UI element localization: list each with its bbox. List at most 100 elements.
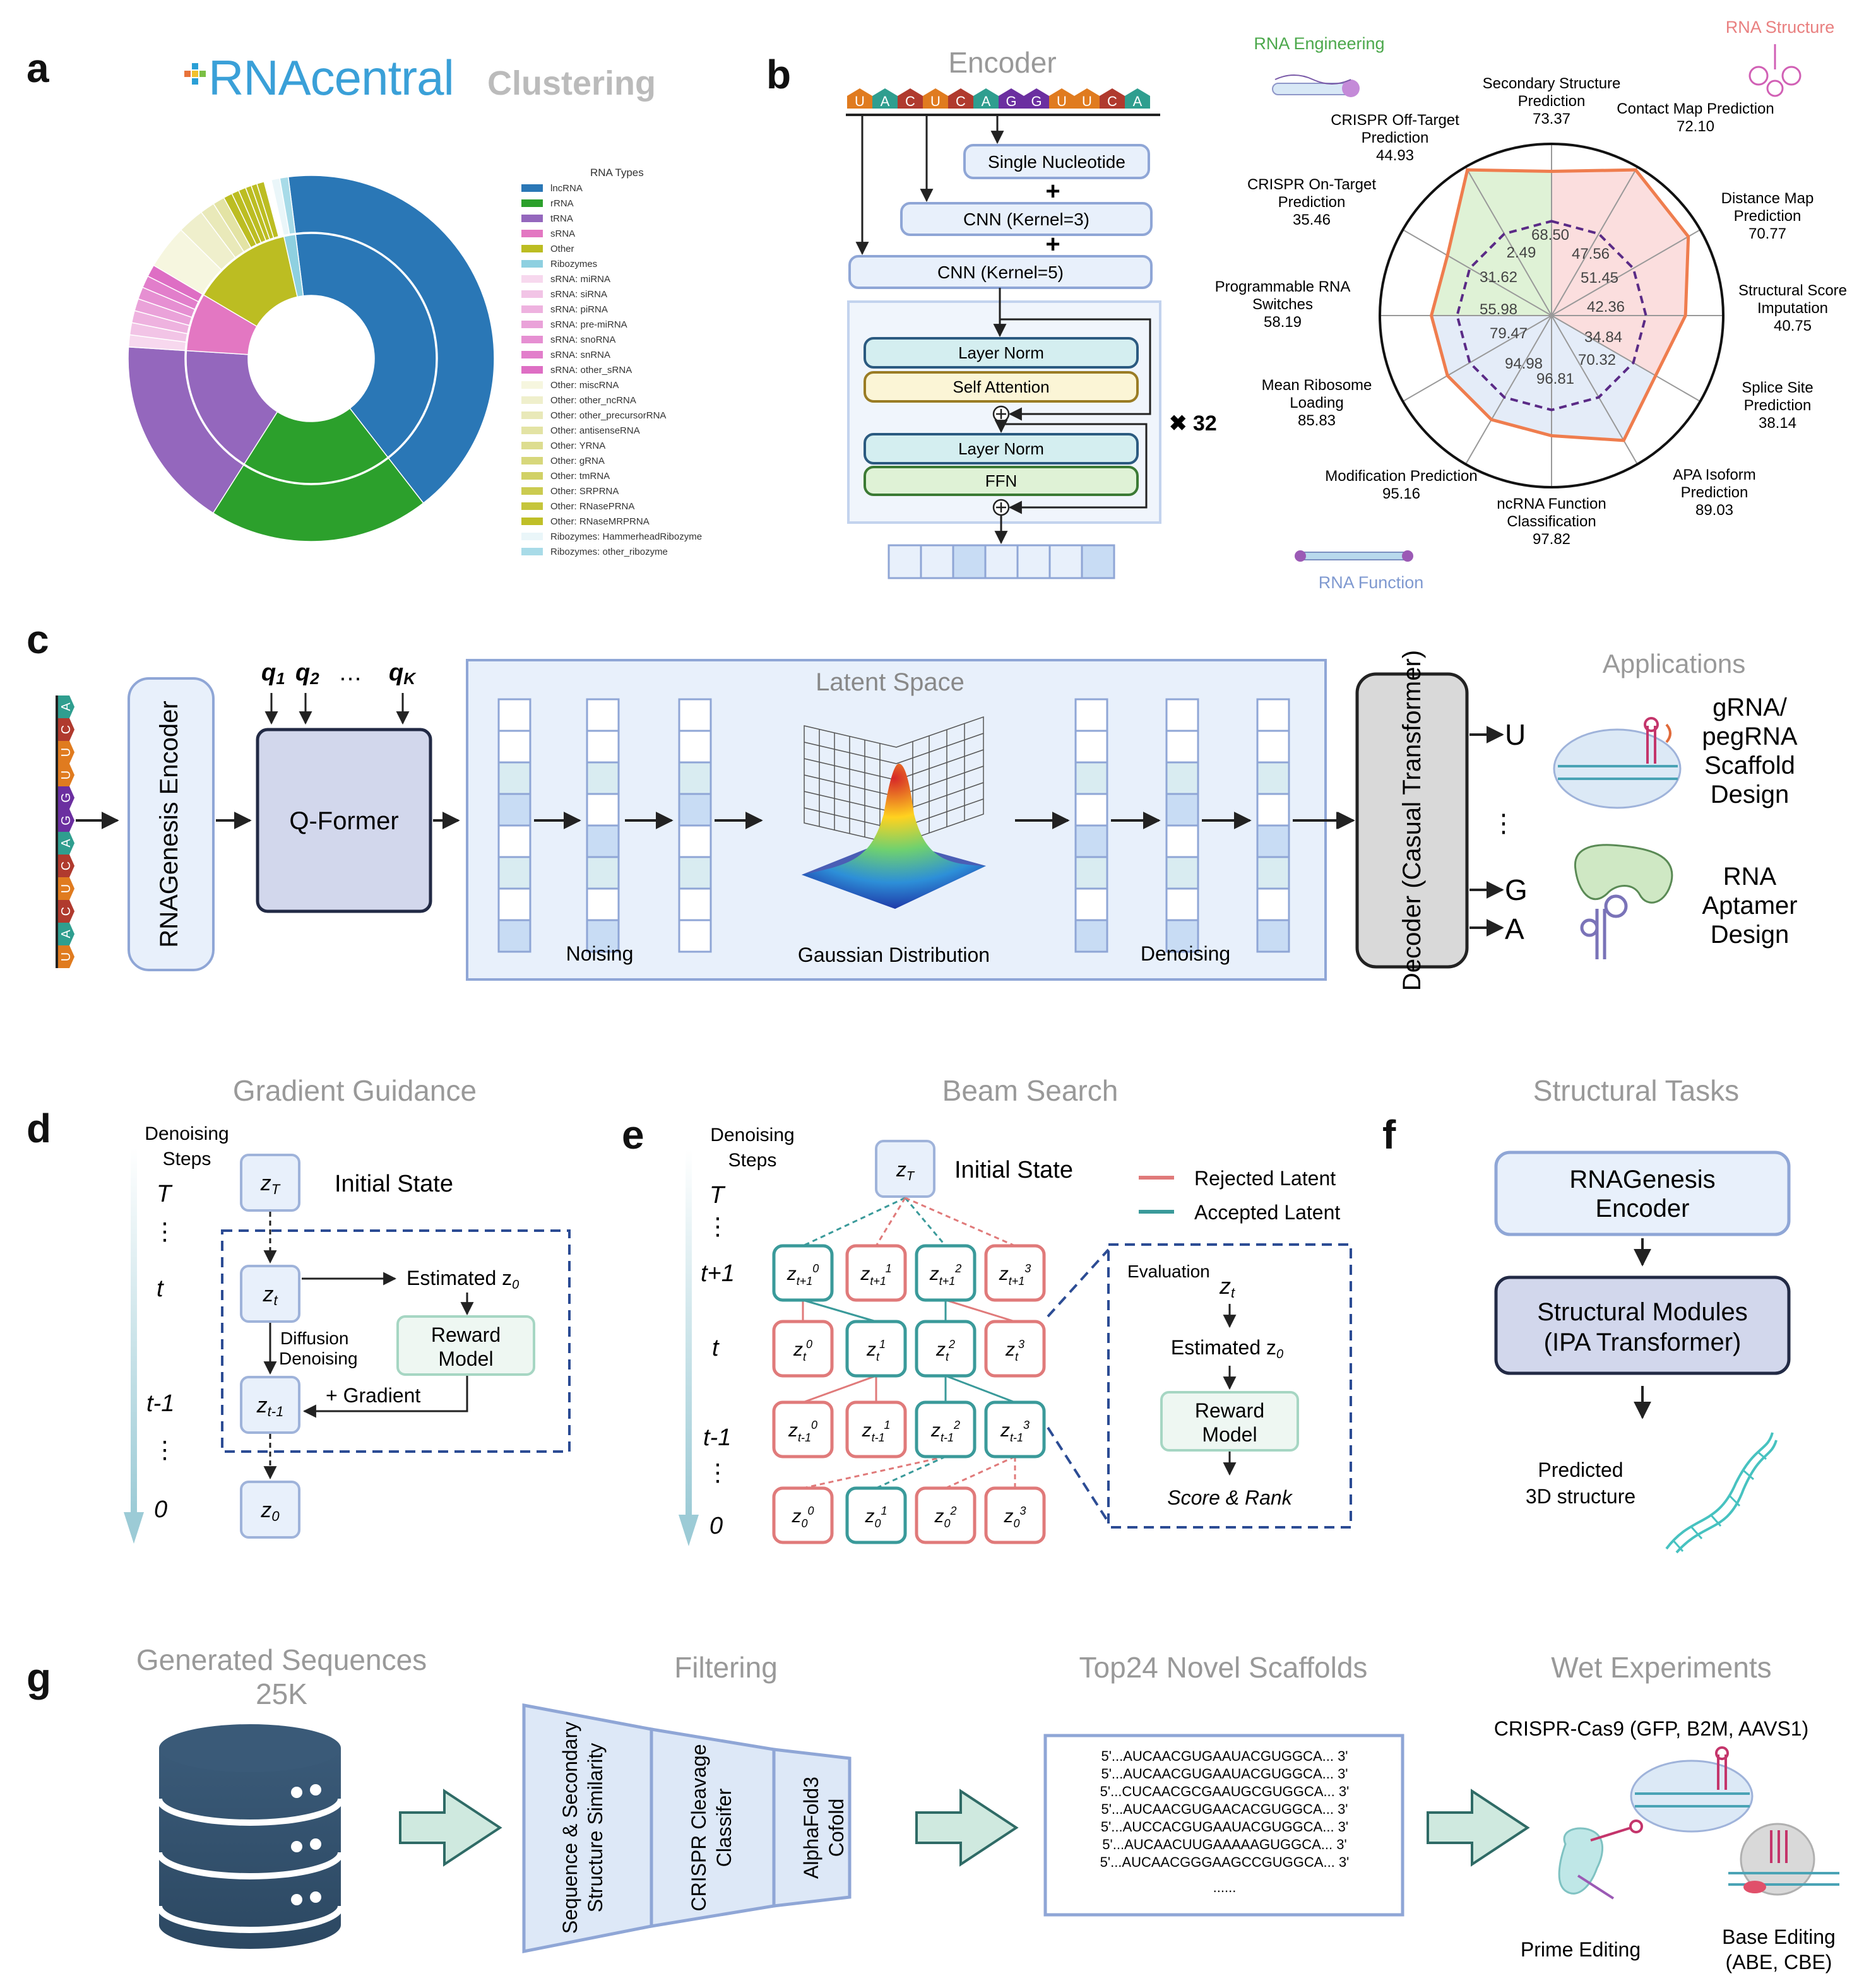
nucleotide-tile	[1024, 88, 1049, 109]
legend-label: Other: tmRNA	[550, 471, 610, 482]
radar-outer-circle	[1379, 143, 1724, 488]
e-steps-label-2: Steps	[728, 1150, 777, 1171]
d-reward-line1: Reward	[431, 1323, 501, 1346]
beam-node-accepted	[984, 1400, 1046, 1458]
grna-app-label: gRNA/ pegRNA Scaffold Design	[1702, 694, 1798, 808]
radar-task-label: Prediction	[1681, 484, 1748, 501]
applications-title: Applications	[1603, 649, 1745, 678]
app1-line3: Scaffold	[1704, 752, 1795, 779]
d-time-0: 0	[154, 1496, 167, 1523]
legend-label: Other: miscRNA	[550, 380, 619, 391]
legend-label: sRNA: other_sRNA	[550, 365, 632, 376]
donut-outer-lncrna	[287, 175, 495, 504]
query-qk: qK	[389, 660, 417, 688]
latent-cell	[586, 793, 620, 827]
gaussian-label: Gaussian Distribution	[798, 944, 990, 966]
output-a: A	[1505, 913, 1524, 945]
latent-cell	[1165, 761, 1199, 795]
nucleotide-letter: C	[59, 861, 73, 870]
d-time-T: T	[157, 1181, 173, 1207]
e-node-zT	[875, 1140, 935, 1198]
scaffold-sequence: 5'...CUCAACGCGAAUGCGUGGCA... 3'	[1100, 1784, 1350, 1799]
beam-node-rejected	[984, 1486, 1046, 1544]
radar-task-label: Structural Score	[1738, 282, 1847, 299]
output-token	[1016, 544, 1051, 579]
legend-swatch	[521, 305, 543, 313]
gradient-guidance-title: Gradient Guidance	[233, 1074, 477, 1107]
legend-label: Other	[550, 244, 574, 254]
legend-swatch	[521, 533, 543, 540]
latent-cell	[497, 698, 531, 732]
f-predicted-line2: 3D structure	[1526, 1485, 1635, 1508]
generated-line2: 25K	[256, 1677, 307, 1710]
radar-task-label: Contact Map Prediction	[1617, 100, 1774, 117]
donut-inner-rrna	[243, 407, 389, 484]
radar-task-label: Classification	[1507, 513, 1596, 530]
latent-cell	[678, 730, 712, 764]
beam-search-title: Beam Search	[942, 1074, 1119, 1107]
donut-inner-lncrna	[295, 233, 437, 458]
legend-swatch	[521, 245, 543, 252]
encoder-output-tokens	[887, 544, 1115, 579]
radar-inner-value: 94.98	[1505, 355, 1543, 372]
flow-arrow-1	[399, 1789, 502, 1867]
donut-outer-rrna	[212, 457, 424, 542]
radar-spoke	[1402, 315, 1552, 402]
e-time-T: T	[709, 1182, 726, 1209]
filter1-line2: Structure Similarity	[584, 1743, 607, 1913]
query-dots: …	[338, 660, 362, 686]
rna-structure-icon	[1748, 44, 1802, 97]
e-reward-line1: Reward	[1195, 1399, 1264, 1422]
d-time-t-1: t-1	[146, 1390, 174, 1417]
query-q1: q1	[261, 660, 285, 688]
nucleotide-letter: U	[855, 93, 865, 109]
nucleotide-tile	[56, 809, 74, 832]
radar-sector	[1447, 316, 1552, 420]
latent-cell	[586, 856, 620, 890]
beam-node-accepted	[845, 1486, 907, 1544]
nucleotide-tile	[56, 786, 74, 809]
latent-cell	[497, 730, 531, 764]
database-icon	[156, 1724, 344, 1949]
latent-cell	[1074, 730, 1108, 764]
legend-label: sRNA: snoRNA	[550, 334, 615, 345]
q-former-label: Q-Former	[289, 807, 398, 835]
radar-inner-value: 42.36	[1587, 299, 1625, 316]
beam-node-rejected	[845, 1400, 907, 1458]
latent-cell	[1256, 919, 1290, 953]
radar-task-label: 70.77	[1748, 225, 1786, 242]
d-steps-label-1: Denoising	[145, 1123, 229, 1144]
rna-engineering-icon	[1272, 74, 1360, 97]
latent-cell	[1165, 824, 1199, 858]
legend-swatch	[521, 472, 543, 480]
radar-task-label: 40.75	[1774, 317, 1812, 334]
nucleotide-tile	[56, 832, 74, 855]
d-diffusion-line2: Denoising	[279, 1349, 358, 1368]
legend-title: RNA Types	[590, 167, 644, 179]
nucleotide-letter: U	[59, 771, 73, 779]
legend-swatch	[521, 518, 543, 525]
filtering-title: Filtering	[674, 1651, 778, 1684]
legend-swatch	[521, 184, 543, 192]
latent-cell	[678, 919, 712, 953]
legend-swatch	[521, 487, 543, 495]
legend-swatch	[521, 457, 543, 464]
radar-task-label: 95.16	[1382, 485, 1420, 502]
e-reward-model	[1160, 1391, 1299, 1452]
f-modules-line1: Structural Modules	[1537, 1298, 1747, 1326]
nucleotide-tile	[898, 88, 923, 109]
filter3-line2: Cofold	[825, 1799, 848, 1857]
nucleotide-tile	[56, 877, 74, 900]
radar-sector	[1447, 170, 1552, 316]
rna-type-donut	[128, 175, 495, 542]
f-structural-modules-box	[1494, 1275, 1791, 1375]
output-g: G	[1505, 873, 1528, 906]
d-gradient-label: + Gradient	[326, 1384, 420, 1407]
scaffold-sequence: 5'...AUCAACGUGAACACGUGGCA... 3'	[1101, 1801, 1348, 1817]
radar-task-label: CRISPR Off-Target	[1331, 112, 1459, 129]
rna-structure-title: RNA Structure	[1726, 18, 1835, 37]
beam-node-label: z00	[791, 1505, 814, 1530]
nucleotide-tile	[56, 945, 74, 968]
aptamer-icon	[1574, 844, 1673, 959]
scaffold-sequence: 5'...AUCAACGUGAAUACGUGGCA... 3'	[1101, 1748, 1348, 1764]
